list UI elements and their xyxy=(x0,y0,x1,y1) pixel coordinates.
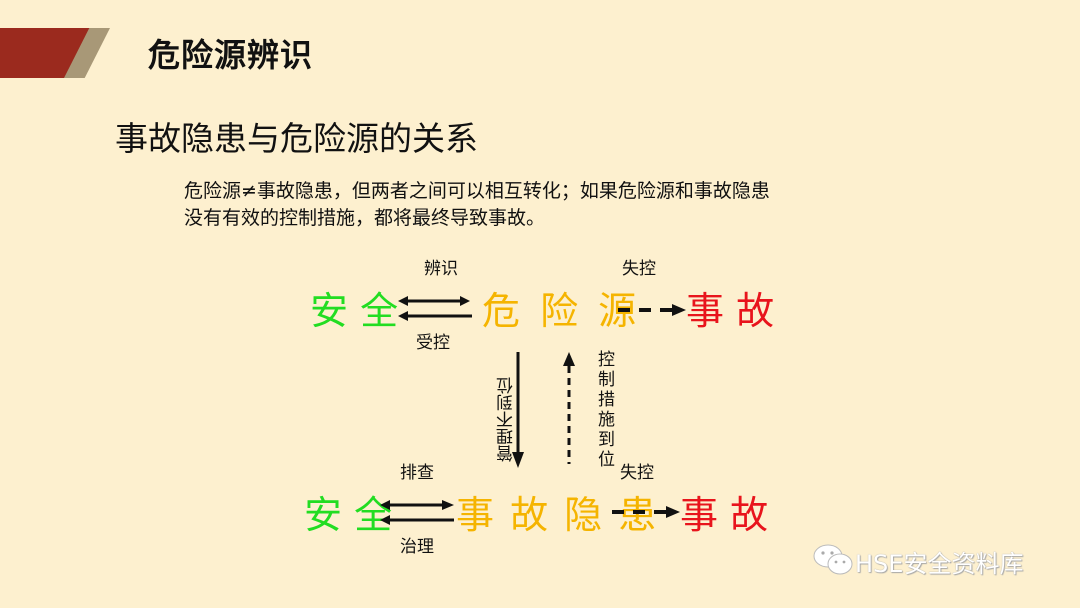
bottom-safe-label: 安 全 xyxy=(304,493,393,537)
bottom-hidden-danger-label: 事 故 隐 患 xyxy=(456,493,659,537)
remediate-label: 治理 xyxy=(400,537,434,557)
top-safe-label: 安 全 xyxy=(310,289,399,333)
slide-subtitle: 事故隐患与危险源的关系 xyxy=(115,119,478,158)
top-out-of-control-label: 失控 xyxy=(622,259,656,279)
bottom-out-of-control-label: 失控 xyxy=(620,463,654,483)
top-hazard-label: 危 险 源 xyxy=(482,289,641,333)
identify-label: 辨识 xyxy=(424,259,458,279)
wechat-icon xyxy=(813,544,853,575)
top-accident-label: 事 故 xyxy=(686,289,775,333)
top-bidirectional-arrows xyxy=(398,296,472,321)
down-arrow xyxy=(512,352,524,468)
description-line-2: 没有有效的控制措施，都将最终导致事故。 xyxy=(184,207,546,229)
page-title: 危险源辨识 xyxy=(148,36,314,74)
control-measures-label: 控制措施到位 xyxy=(594,350,614,470)
watermark-text: HSE安全资料库 xyxy=(855,550,1024,578)
slide-description: 危险源≠事故隐患，但两者之间可以相互转化；如果危险源和事故隐患 没有有效的控制措… xyxy=(184,178,904,232)
top-dashed-arrow xyxy=(618,304,686,316)
bottom-bidirectional-arrows xyxy=(380,500,454,525)
dashed-up-arrow xyxy=(563,352,575,464)
bottom-dashed-arrow xyxy=(612,506,680,518)
controlled-label: 受控 xyxy=(416,333,450,353)
description-line-1: 危险源≠事故隐患，但两者之间可以相互转化；如果危险源和事故隐患 xyxy=(184,180,770,202)
inspect-label: 排查 xyxy=(400,463,434,483)
bottom-accident-label: 事 故 xyxy=(680,493,769,537)
